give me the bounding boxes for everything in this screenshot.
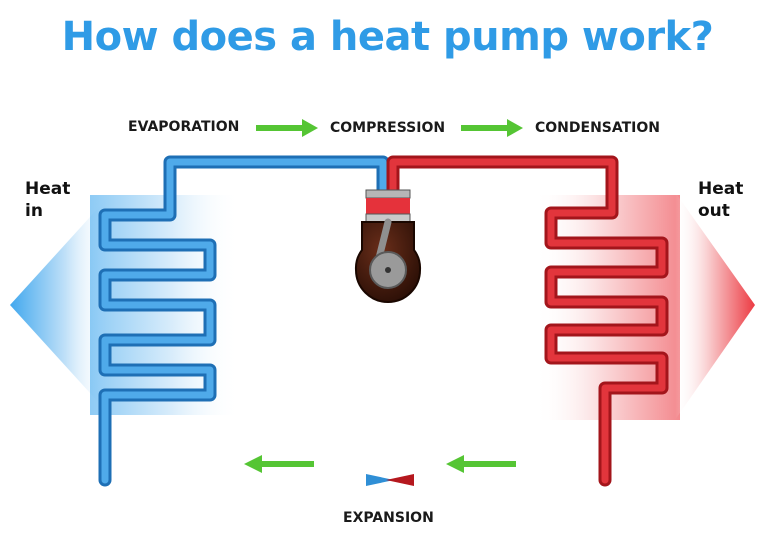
compressor — [354, 189, 422, 303]
condensation-label: CONDENSATION — [535, 120, 661, 136]
heat-in-label-line1: Heat — [25, 179, 71, 199]
heat-in-label: Heat in — [25, 178, 70, 222]
flow-arrow-compression-to-condensation — [461, 119, 523, 137]
page-title: How does a heat pump work? — [61, 14, 714, 60]
evaporation-label: EVAPORATION — [128, 119, 240, 135]
heat-in-arrow — [10, 195, 110, 415]
hot-pipe — [386, 155, 669, 487]
cold-pipe — [98, 155, 390, 487]
heat-out-label-line1: Heat — [698, 179, 744, 199]
expansion-pipe — [98, 473, 612, 487]
compression-label: COMPRESSION — [330, 120, 446, 136]
heat-out-label: Heat out — [698, 178, 743, 222]
flow-arrow-bottom-right — [446, 455, 516, 473]
expansion-label: EXPANSION — [343, 510, 434, 526]
heat-out-arrow — [675, 192, 755, 420]
heat-out-label-line2: out — [698, 201, 730, 221]
heat-in-label-line2: in — [25, 201, 43, 221]
expansion-valve — [366, 474, 394, 486]
flow-arrow-evaporation-to-compression — [256, 119, 318, 137]
flow-arrow-bottom-left — [244, 455, 314, 473]
